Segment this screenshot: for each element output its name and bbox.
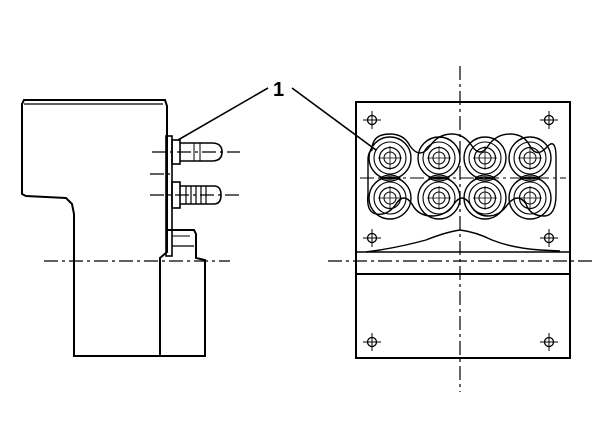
front-mount-hole-top-right [539, 110, 559, 130]
front-view-plate [355, 101, 571, 359]
terminal-loop-4-top [508, 136, 552, 180]
terminal-loop-3-top [463, 136, 507, 180]
side-view-step-block [160, 229, 206, 357]
front-view [328, 66, 592, 392]
terminal-loop-3-bottom [463, 176, 507, 220]
callout-label: 1 [273, 79, 284, 101]
front-mount-hole-bottom-right [539, 332, 559, 352]
side-view [21, 99, 240, 357]
side-view-housing-outline [21, 99, 168, 357]
front-view-hump-contour [365, 229, 561, 253]
callout-leader-right [291, 87, 377, 151]
terminal-loop-1-top [368, 136, 412, 180]
front-mount-hole-mid-right [539, 228, 559, 248]
terminal-loop-2-bottom [417, 176, 461, 220]
terminal-loop-2-top [417, 136, 461, 180]
side-view-centerlines [44, 151, 240, 262]
callout-leader-left [177, 87, 269, 141]
front-mount-hole-top-left [362, 110, 382, 130]
front-mount-hole-bottom-left [362, 332, 382, 352]
callout [177, 87, 377, 151]
front-mount-hole-mid-left [362, 228, 382, 248]
front-view-centerlines [328, 66, 592, 392]
